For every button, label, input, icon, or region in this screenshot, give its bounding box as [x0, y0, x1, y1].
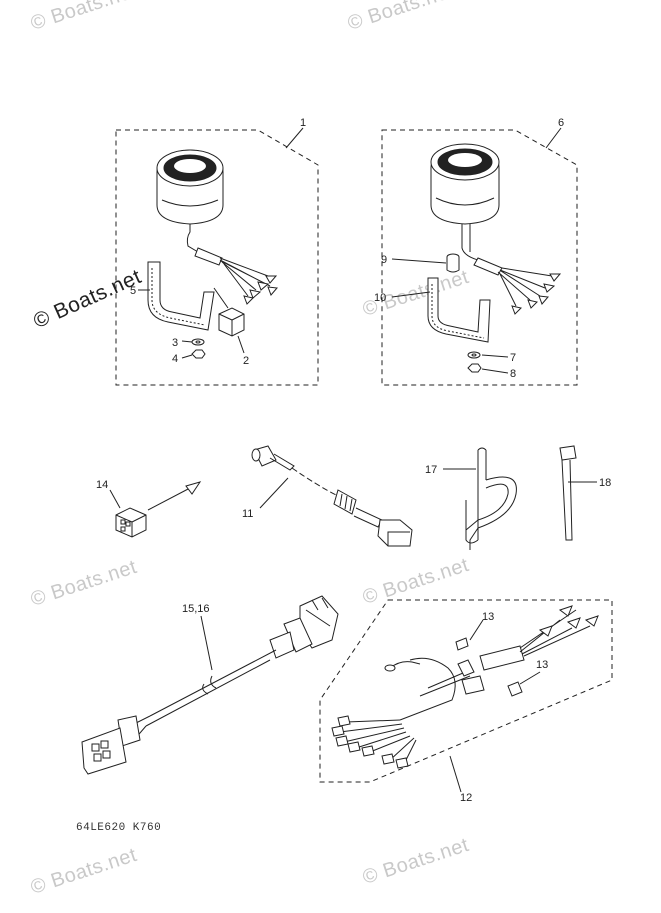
connector-2 — [213, 287, 245, 337]
diagram-code: 64LE620 K760 — [76, 822, 162, 834]
washer-3 — [191, 338, 205, 346]
harness-12 — [331, 605, 599, 769]
nut-8 — [467, 363, 482, 373]
callout-17: 17 — [425, 464, 437, 476]
hose-17 — [465, 447, 517, 550]
callout-10: 10 — [374, 292, 386, 304]
callout-18: 18 — [599, 477, 611, 489]
callout-6: 6 — [558, 117, 564, 129]
callout-14: 14 — [96, 479, 108, 491]
callout-15-16: 15,16 — [182, 603, 210, 615]
bracket-10 — [427, 277, 491, 343]
cable-tie-18 — [559, 445, 577, 541]
callout-11: 11 — [242, 508, 253, 520]
harness-15-16 — [81, 595, 339, 775]
callout-5: 5 — [130, 285, 136, 297]
callout-4: 4 — [172, 353, 178, 365]
callout-7: 7 — [510, 352, 516, 364]
connector-14 — [115, 481, 202, 538]
callout-1: 1 — [300, 117, 306, 129]
callout-12: 12 — [460, 792, 472, 804]
callout-2: 2 — [243, 355, 249, 367]
callout-13: 13 — [482, 611, 494, 623]
group-6-boundary — [381, 129, 578, 386]
callout-13: 13 — [536, 659, 548, 671]
gauge-1 — [156, 149, 278, 305]
cable-11 — [251, 445, 413, 547]
group-1-boundary — [115, 129, 319, 386]
bracket-5 — [147, 261, 215, 331]
nut-4 — [191, 349, 206, 359]
washer-7 — [467, 351, 481, 359]
gauge-6 — [430, 143, 562, 315]
collar-9 — [446, 253, 460, 273]
callout-9: 9 — [381, 254, 387, 266]
callout-8: 8 — [510, 368, 516, 380]
callout-3: 3 — [172, 337, 178, 349]
